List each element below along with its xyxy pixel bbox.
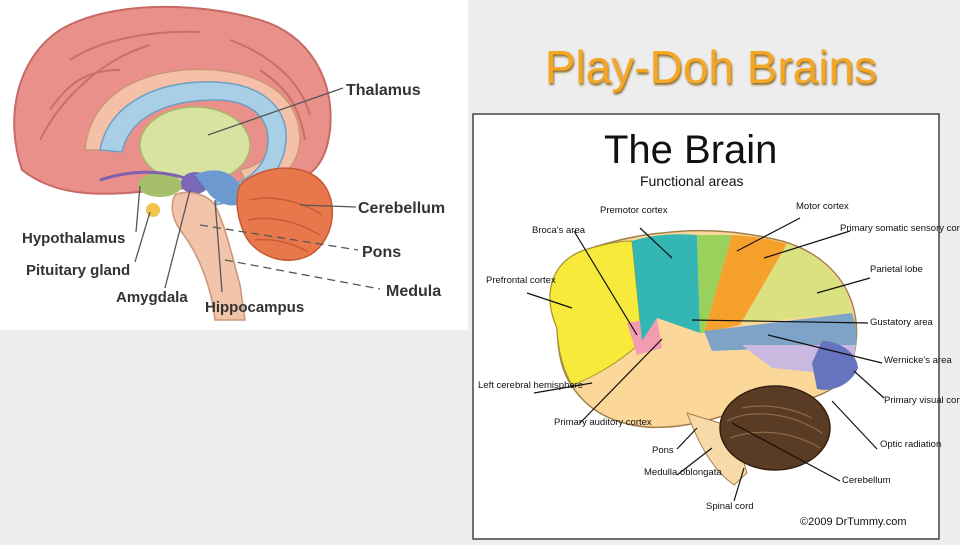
label-optic: Optic radiation <box>880 439 941 450</box>
motor-region <box>697 235 732 333</box>
label-premotor: Premotor cortex <box>600 205 668 216</box>
diagram-title: The Brain <box>604 128 777 172</box>
cerebellum-shape <box>236 167 334 261</box>
brainstem <box>171 191 246 321</box>
label-primary-auditory: Primary auditory cortex <box>554 417 652 428</box>
label-left-hemisphere: Left cerebral hemisphere <box>478 380 583 391</box>
label-spinal: Spinal cord <box>706 501 754 512</box>
sagittal-brain-illustration: Thalamus Cerebellum Pons Medula Hypothal… <box>13 5 445 321</box>
label-medulla: Medulla oblongata <box>644 467 722 478</box>
hippocampus-shape <box>195 170 245 206</box>
parietal-region <box>742 244 852 323</box>
label-thalamus: Thalamus <box>346 82 421 99</box>
label-cerebellum-right: Cerebellum <box>842 475 891 486</box>
functional-areas-diagram: The Brain Functional areas <box>472 113 960 540</box>
label-cerebellum: Cerebellum <box>358 200 445 217</box>
premotor-region <box>632 234 700 341</box>
copyright-text: ©2009 DrTummy.com <box>800 516 907 528</box>
label-pons-right: Pons <box>652 445 674 456</box>
label-motor: Motor cortex <box>796 201 849 212</box>
label-primary-visual: Primary visual cortex <box>884 395 960 406</box>
label-hypothalamus: Hypothalamus <box>22 230 125 247</box>
functional-areas-illustration: The Brain Functional areas <box>472 113 960 540</box>
label-prefrontal: Prefrontal cortex <box>486 275 556 286</box>
diagram-subtitle: Functional areas <box>640 173 744 189</box>
label-primary-somatic: Primary somatic sensory cortex <box>840 223 960 234</box>
label-gustatory: Gustatory area <box>870 317 934 328</box>
hypothalamus-shape <box>138 173 182 197</box>
leader-lines-right <box>526 217 885 502</box>
label-hippocampus: Hippocampus <box>205 299 304 316</box>
label-parietal: Parietal lobe <box>870 264 923 275</box>
leader-lines <box>134 87 381 293</box>
label-medula: Medula <box>386 283 441 300</box>
sensory-region <box>704 235 787 333</box>
pituitary-shape <box>146 203 160 217</box>
sagittal-brain-diagram: Thalamus Cerebellum Pons Medula Hypothal… <box>0 0 468 330</box>
label-amygdala: Amygdala <box>116 289 188 306</box>
visual-region <box>812 341 858 390</box>
slide-title: Play-Doh Brains <box>544 41 878 93</box>
label-wernickes: Wernicke's area <box>884 355 952 366</box>
label-brocas: Broca's area <box>532 225 586 236</box>
label-pituitary: Pituitary gland <box>26 262 130 279</box>
label-pons-left: Pons <box>362 244 401 261</box>
